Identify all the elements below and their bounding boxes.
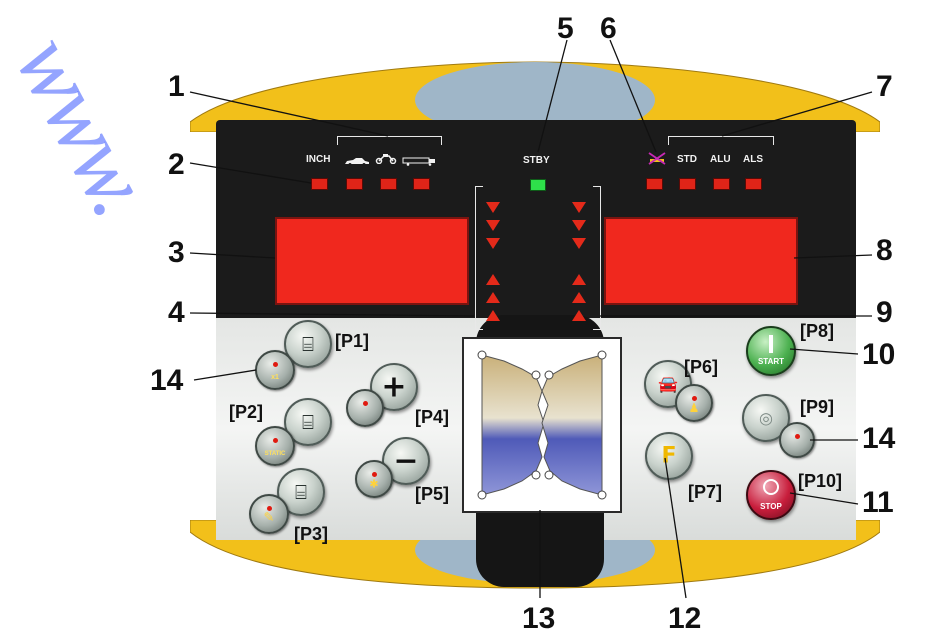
wheel-icon: ⌸ bbox=[295, 480, 307, 504]
als-label: ALS bbox=[743, 154, 763, 165]
p10-label: [P10] bbox=[798, 471, 843, 491]
led-car bbox=[346, 178, 363, 190]
callout-10: 10 bbox=[862, 338, 896, 371]
motorcycle-icon bbox=[375, 151, 397, 165]
group-bracket-right bbox=[668, 136, 774, 145]
callout-2: 2 bbox=[168, 148, 185, 181]
callout-1: 1 bbox=[168, 70, 185, 103]
callout-11: 11 bbox=[862, 486, 894, 519]
p5-label: [P5] bbox=[415, 484, 450, 504]
led-weight bbox=[646, 178, 663, 190]
callout-3: 3 bbox=[168, 236, 185, 269]
callout-8: 8 bbox=[876, 234, 893, 267]
led-truck bbox=[413, 178, 430, 190]
callout-9: 9 bbox=[876, 296, 893, 329]
position-arrow-down bbox=[486, 202, 500, 213]
p7-label: [P7] bbox=[688, 482, 723, 502]
p1-label: [P1] bbox=[335, 331, 370, 351]
callout-5: 5 bbox=[557, 12, 574, 45]
display-left bbox=[275, 217, 469, 305]
position-arrow-up bbox=[486, 310, 500, 321]
callout-6: 6 bbox=[600, 12, 617, 45]
alu-label: ALU bbox=[710, 154, 731, 165]
callout-4: 4 bbox=[168, 296, 185, 329]
person-icon: ♟ bbox=[688, 400, 700, 415]
position-arrow-up bbox=[486, 292, 500, 303]
std-label: STD bbox=[677, 154, 697, 165]
top-frame bbox=[190, 61, 880, 132]
p5-sub-button[interactable]: ✱ bbox=[355, 460, 393, 498]
stop-button[interactable]: STOP bbox=[746, 470, 796, 520]
p4-sub-button[interactable] bbox=[346, 389, 384, 427]
wheel-icon: ⌸ bbox=[302, 410, 314, 434]
person-button[interactable]: ♟ bbox=[675, 384, 713, 422]
car-icon: 🚘 bbox=[658, 374, 678, 394]
calibration-icon: ◎ bbox=[759, 408, 773, 428]
display-right bbox=[604, 217, 798, 305]
calibration-icon: ✱ bbox=[369, 477, 379, 491]
callout-7: 7 bbox=[876, 70, 893, 103]
led-std bbox=[679, 178, 696, 190]
position-arrow-down bbox=[572, 220, 586, 231]
led-stby bbox=[530, 179, 546, 191]
position-arrow-down bbox=[486, 238, 500, 249]
p8-label: [P8] bbox=[800, 321, 835, 341]
p4-label: [P4] bbox=[415, 407, 450, 427]
wheel-diagram bbox=[462, 337, 622, 513]
position-arrow-down bbox=[572, 202, 586, 213]
inch-label: INCH bbox=[306, 154, 331, 165]
led-alu bbox=[713, 178, 730, 190]
led-als bbox=[745, 178, 762, 190]
weight-cross-icon bbox=[646, 151, 668, 165]
group-bracket-left bbox=[337, 136, 442, 145]
callout-14-right: 14 bbox=[862, 422, 896, 455]
wrench-button[interactable]: ✎ bbox=[249, 494, 289, 534]
led-motorcycle bbox=[380, 178, 397, 190]
callout-13: 13 bbox=[522, 602, 556, 635]
callout-12: 12 bbox=[668, 602, 702, 635]
wrench-icon: ✎ bbox=[263, 510, 275, 526]
position-arrow-down bbox=[572, 238, 586, 249]
p2-label: [P2] bbox=[229, 402, 264, 422]
position-arrow-up bbox=[486, 274, 500, 285]
position-bracket-right bbox=[593, 186, 601, 330]
car-icon bbox=[344, 153, 370, 166]
position-arrow-up bbox=[572, 274, 586, 285]
truck-icon bbox=[402, 153, 436, 166]
p9-label: [P9] bbox=[800, 397, 835, 417]
p1-button[interactable]: ⌸ bbox=[284, 320, 332, 368]
led-inch bbox=[311, 178, 328, 190]
stby-label: STBY bbox=[523, 155, 550, 166]
static-button[interactable]: STATIC bbox=[255, 426, 295, 466]
p3-label: [P3] bbox=[294, 524, 329, 544]
start-button[interactable]: START bbox=[746, 326, 796, 376]
position-arrow-down bbox=[486, 220, 500, 231]
position-arrow-up bbox=[572, 310, 586, 321]
wheel-icon: ⌸ bbox=[302, 332, 314, 356]
p6-label: [P6] bbox=[684, 357, 719, 377]
position-arrow-up bbox=[572, 292, 586, 303]
callout-14-left: 14 bbox=[150, 364, 184, 397]
position-bracket-left bbox=[475, 186, 483, 330]
